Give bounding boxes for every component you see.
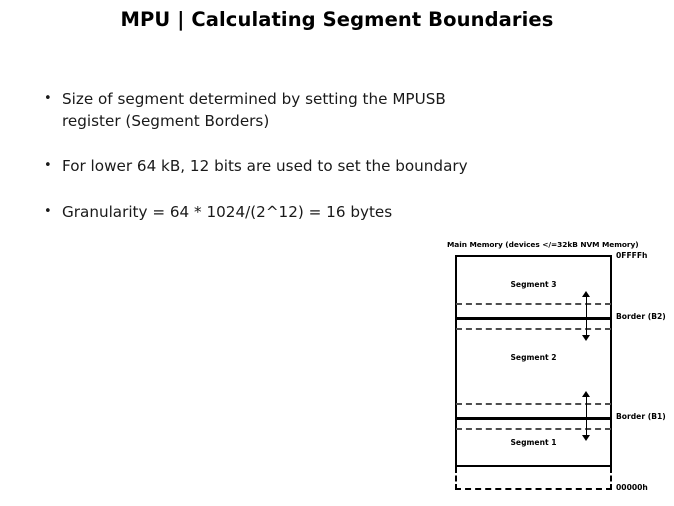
border-b2-upper-dashed-line bbox=[456, 303, 611, 305]
border-b2-label: Border (B2) bbox=[616, 312, 666, 321]
memory-box-dashed-extension bbox=[455, 467, 612, 490]
border-b1-upper-dashed-line bbox=[456, 403, 611, 405]
bullet-text: Granularity = 64 * 1024/(2^12) = 16 byte… bbox=[62, 203, 393, 221]
segment-label-1: Segment 1 bbox=[510, 438, 557, 447]
top-address-label: 0FFFFh bbox=[616, 251, 648, 260]
border-b2-lower-dashed-line bbox=[456, 328, 611, 330]
border-b1-adjust-arrow-icon bbox=[581, 391, 592, 441]
border-b2-line bbox=[455, 317, 612, 320]
bullet-text: For lower 64 kB, 12 bits are used to set… bbox=[62, 157, 468, 175]
bullet-text: Size of segment determined by setting th… bbox=[62, 90, 446, 130]
bullet-point-icon: • bbox=[44, 204, 52, 219]
bottom-address-label: 00000h bbox=[616, 483, 648, 492]
bullet-list: • Size of segment determined by setting … bbox=[44, 88, 574, 223]
list-item: • For lower 64 kB, 12 bits are used to s… bbox=[44, 155, 574, 177]
dashed-edge-left bbox=[455, 467, 457, 490]
arrow-shaft bbox=[586, 296, 587, 336]
bullet-point-icon: • bbox=[44, 158, 52, 173]
border-b2-adjust-arrow-icon bbox=[581, 291, 592, 341]
dashed-edge-right bbox=[610, 467, 612, 490]
diagram-caption: Main Memory (devices </=32kB NVM Memory) bbox=[447, 240, 639, 249]
border-b1-label: Border (B1) bbox=[616, 412, 666, 421]
memory-map-diagram: Main Memory (devices </=32kB NVM Memory)… bbox=[447, 240, 674, 506]
arrow-shaft bbox=[586, 396, 587, 436]
page-title: MPU | Calculating Segment Boundaries bbox=[120, 8, 554, 31]
bullet-point-icon: • bbox=[44, 91, 52, 106]
border-b1-lower-dashed-line bbox=[456, 428, 611, 430]
arrow-head-down-icon bbox=[582, 335, 590, 341]
arrow-head-down-icon bbox=[582, 435, 590, 441]
segment-label-3: Segment 3 bbox=[510, 280, 557, 289]
list-item: • Granularity = 64 * 1024/(2^12) = 16 by… bbox=[44, 201, 574, 223]
arrow-head-up-icon bbox=[582, 291, 590, 297]
arrow-head-up-icon bbox=[582, 391, 590, 397]
main-memory-box bbox=[455, 255, 612, 467]
border-b1-line bbox=[455, 417, 612, 420]
segment-label-2: Segment 2 bbox=[510, 353, 557, 362]
dashed-edge-bottom bbox=[455, 488, 612, 490]
list-item: • Size of segment determined by setting … bbox=[44, 88, 574, 132]
